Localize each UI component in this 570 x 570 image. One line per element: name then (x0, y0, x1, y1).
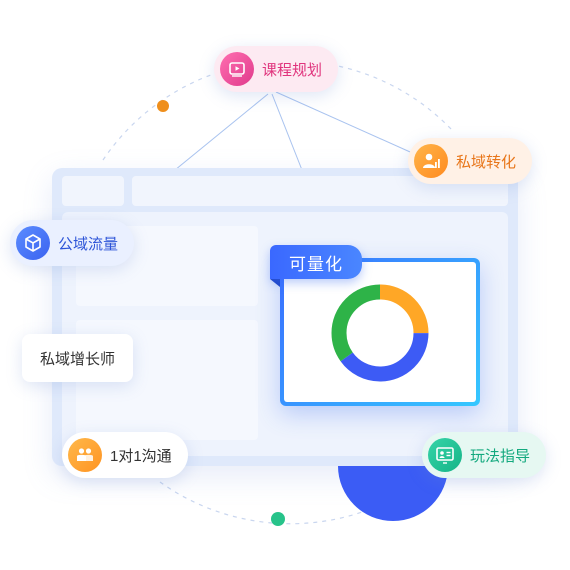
donut-segment-3 (331, 284, 429, 382)
one-on-one-label: 1对1沟通 (110, 447, 172, 465)
presentation-board-icon (428, 438, 462, 472)
tag-fold (270, 279, 280, 287)
private-conversion-label: 私域转化 (456, 153, 517, 171)
connector-line (271, 93, 303, 171)
orbit-dot-orange (157, 100, 169, 112)
play-video-icon (220, 52, 254, 86)
public-traffic-pill[interactable]: 公域流量 (10, 220, 135, 266)
course-planning-pill[interactable]: 课程规划 (214, 46, 339, 92)
private-growth-coach-label: 私域增长师 (40, 350, 116, 368)
donut-chart (331, 284, 429, 382)
user-chart-icon (414, 144, 448, 178)
panel-tab-small (62, 176, 124, 206)
connector-line (275, 91, 429, 161)
donut-segment-2 (331, 284, 429, 382)
connector-line (174, 93, 269, 171)
public-traffic-label: 公域流量 (58, 235, 119, 253)
orbit-dot-green (271, 512, 285, 526)
gameplay-guide-label: 玩法指导 (470, 447, 531, 465)
gameplay-guide-pill[interactable]: 玩法指导 (422, 432, 547, 478)
quantifiable-tag: 可量化 (270, 245, 362, 279)
private-growth-coach-card[interactable]: 私域增长师 (22, 334, 134, 382)
course-planning-label: 课程规划 (262, 61, 323, 79)
two-users-icon (68, 438, 102, 472)
blue-half-disc (338, 466, 448, 521)
private-conversion-pill[interactable]: 私域转化 (408, 138, 533, 184)
one-on-one-pill[interactable]: 1对1沟通 (62, 432, 188, 478)
cube-icon (16, 226, 50, 260)
